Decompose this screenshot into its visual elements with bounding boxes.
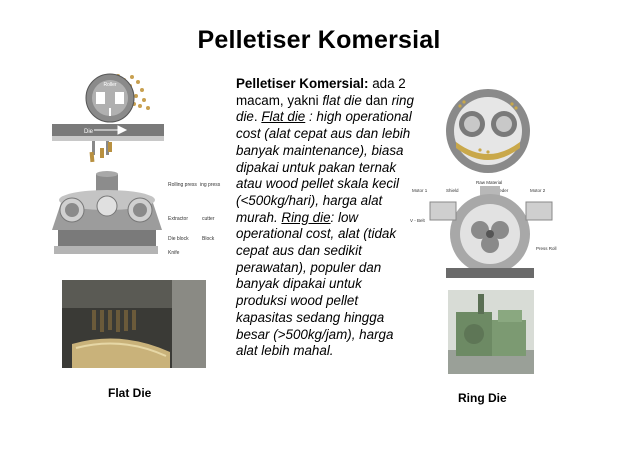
flat-die-3d-drawing: Rolling press ing press Extractor cutter… — [52, 170, 224, 258]
label-die-block: Die block — [168, 236, 189, 242]
paragraph-text-1: ada 2 macam, yakni — [236, 76, 406, 108]
ring-die-label: Ring die — [281, 209, 331, 225]
paragraph-text-2: dan — [361, 92, 392, 108]
roller-label: Roller — [103, 82, 116, 88]
flat-die-term: flat die — [322, 92, 362, 108]
description-paragraph: Pelletiser Komersial: ada 2 macam, yakni… — [236, 76, 414, 360]
ring-die-schematic — [440, 86, 536, 176]
label-raw-material: Raw Material — [476, 180, 502, 185]
flat-die-photo — [62, 280, 206, 368]
paragraph-text-5: : low operational cost, alat (tidak cepa… — [236, 209, 397, 359]
flat-die-caption: Flat Die — [108, 386, 152, 400]
ring-die-caption: Ring Die — [458, 391, 507, 405]
paragraph-text-3: . — [253, 109, 262, 125]
label-rolling-press: Rolling press — [168, 182, 197, 188]
label-shield: Shield — [446, 188, 459, 193]
label-knife: Knife — [168, 250, 180, 256]
flat-die-schematic: Roller Die — [52, 68, 164, 173]
label-block: Block — [202, 236, 215, 242]
flat-die-label: Flat die — [261, 109, 306, 125]
paragraph-lead: Pelletiser Komersial: — [236, 76, 369, 91]
label-press-roll: Press Roll — [536, 246, 557, 251]
ring-die-machine-drawing: Raw Material Motor 1 Shield Feeder Motor… — [410, 178, 570, 282]
label-cutter: cutter — [202, 216, 215, 222]
label-motor-2: Motor 2 — [530, 188, 546, 193]
ring-die-photo — [448, 290, 534, 374]
paragraph-text-4: : high operational cost (alat cepat aus … — [236, 109, 412, 225]
slide-title: Pelletiser Komersial — [197, 26, 441, 54]
label-feeder: Feeder — [494, 188, 509, 193]
ring-die-term: ring die — [236, 92, 414, 125]
label-ing-press: ing press — [200, 182, 221, 188]
label-motor-1: Motor 1 — [412, 188, 428, 193]
label-extractor: Extractor — [168, 216, 188, 222]
label-v-belt: V - Belt — [410, 218, 426, 223]
die-label: Die — [84, 129, 94, 135]
